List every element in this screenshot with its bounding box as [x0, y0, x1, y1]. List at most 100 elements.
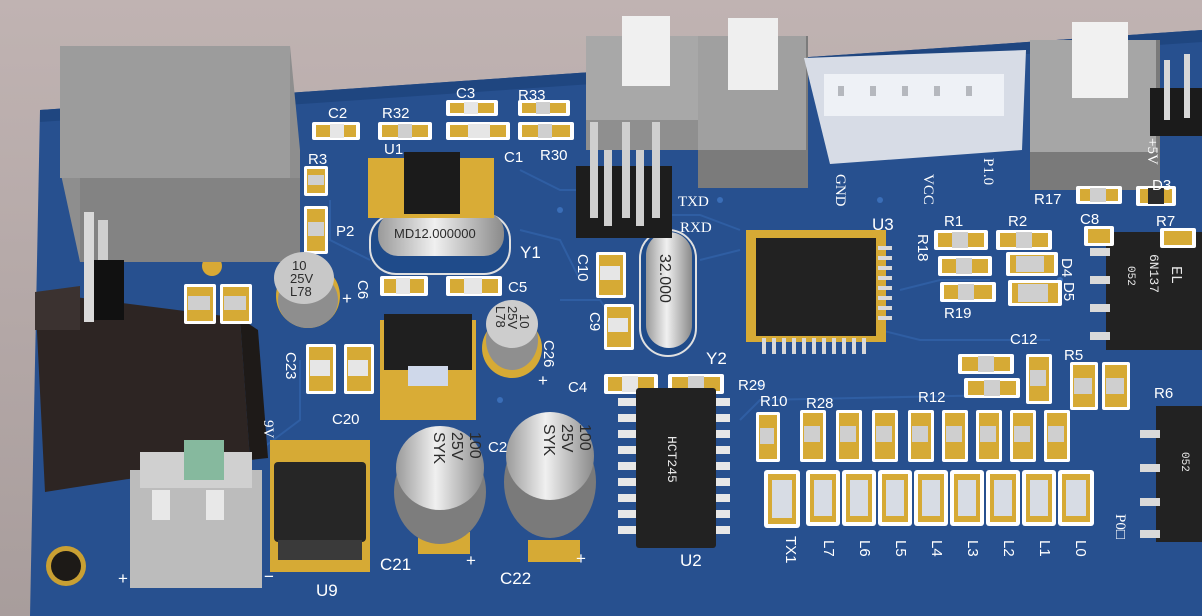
opto-a-l1: EL	[1167, 266, 1184, 284]
label-d5: D5	[1060, 282, 1077, 301]
u2-leads	[618, 398, 730, 534]
label-l7: L7	[820, 540, 837, 557]
push-button-2-cap[interactable]	[728, 18, 778, 90]
label-vcc: VCC	[920, 174, 936, 205]
pin-header-pin	[84, 212, 94, 322]
label-c24: C2	[488, 439, 507, 456]
label-minus: −	[264, 567, 274, 586]
c21-top	[396, 426, 484, 510]
label-c10: C10	[574, 254, 591, 282]
label-plus-cap-b: +	[538, 371, 548, 390]
label-u3: U3	[872, 215, 894, 234]
vias	[497, 197, 1063, 403]
pin-header-right-pins	[1164, 54, 1190, 120]
opto-b-leads	[1140, 430, 1160, 538]
dc-jack-side	[240, 318, 268, 460]
label-p0: P0□	[1112, 514, 1128, 539]
cap-small-a-l2: 25V	[290, 271, 313, 286]
c22-l3: SYK	[540, 424, 557, 456]
opto-b-body	[1156, 406, 1202, 542]
opto-a-l3: 052	[1124, 266, 1136, 286]
label-r10: R10	[760, 393, 788, 410]
label-c1: C1	[504, 149, 523, 166]
label-c23: C23	[282, 352, 299, 380]
y2-crystal	[646, 232, 692, 348]
cap-small-b-l3: L78	[493, 306, 508, 328]
label-l6: L6	[856, 540, 873, 557]
label-y1: Y1	[520, 243, 541, 262]
pin-header-serial-pins	[590, 122, 660, 226]
regulator-body	[384, 314, 472, 370]
label-r30: R30	[540, 147, 568, 164]
c21-l2: 25V	[448, 432, 465, 461]
y1-crystal	[378, 212, 504, 256]
label-plus5v: +5V	[1144, 138, 1160, 165]
label-p10: P1.0	[980, 158, 996, 185]
ethernet-housing-front	[80, 178, 300, 262]
label-plus-left: +	[118, 569, 128, 588]
c22-l1: 100	[576, 424, 593, 451]
label-txd: TXD	[678, 194, 709, 210]
label-l3: L3	[964, 540, 981, 557]
dc-jack-top	[35, 286, 80, 330]
label-r6: R6	[1154, 385, 1173, 402]
label-l1: L1	[1036, 540, 1053, 557]
smd-resistor-group	[184, 100, 724, 394]
power-connector	[130, 470, 262, 588]
jst-pins	[838, 86, 972, 96]
u3-leads	[762, 246, 892, 354]
label-9v: 9V	[260, 420, 276, 439]
pin-header-base	[94, 260, 124, 320]
label-c20: C20	[332, 411, 360, 428]
cap-small-b-top	[486, 300, 538, 348]
label-r7: R7	[1156, 213, 1175, 230]
cap-small-a-l3: L78	[290, 284, 312, 299]
opto-b-marking: 052	[1178, 452, 1190, 472]
cap-small-a-top	[274, 252, 334, 304]
u2-marking: HCT245	[664, 436, 679, 483]
label-plus-c22: +	[576, 549, 586, 568]
label-c4: C4	[568, 379, 587, 396]
label-r19: R19	[944, 305, 972, 322]
cap-small-b-l1: 10	[517, 314, 532, 328]
label-u9: U9	[316, 581, 338, 600]
label-c2: C2	[328, 105, 347, 122]
u1-chip	[404, 152, 460, 214]
push-button-1-cap[interactable]	[622, 16, 670, 86]
c22-l2: 25V	[558, 424, 575, 453]
label-r5: R5	[1064, 347, 1083, 364]
label-r28: R28	[806, 395, 834, 412]
label-d4: D4	[1058, 258, 1075, 277]
y2-marking: 32.000	[656, 254, 673, 303]
label-c8: C8	[1080, 211, 1099, 228]
label-r1: R1	[944, 213, 963, 230]
label-r32: R32	[382, 105, 410, 122]
label-c6: C6	[354, 280, 371, 299]
label-c3: C3	[456, 85, 475, 102]
label-c5: C5	[508, 279, 527, 296]
opto-a-leads	[1090, 248, 1110, 340]
label-c22: C22	[500, 569, 531, 588]
ethernet-housing-top	[60, 46, 290, 178]
label-l4: L4	[928, 540, 945, 557]
led-row	[764, 470, 1094, 528]
label-gnd: GND	[832, 174, 848, 207]
label-r17: R17	[1034, 191, 1062, 208]
silkscreen-labels: C2 R32 C3 R33 C1 R30 R3 P2 C6 C5 C26 C23…	[282, 85, 1175, 564]
c22-pad	[528, 540, 580, 562]
label-r29: R29	[738, 377, 766, 394]
label-plus-c21: +	[466, 551, 476, 570]
label-r18: R18	[914, 234, 931, 262]
label-u2: U2	[680, 551, 702, 570]
label-c21: C21	[380, 555, 411, 574]
label-plus-cap-a: +	[342, 289, 352, 308]
mounting-hole	[51, 551, 81, 581]
opto-a-body	[1106, 232, 1202, 350]
label-c26: C26	[540, 340, 557, 368]
push-button-3-cap[interactable]	[1072, 22, 1128, 98]
label-r12: R12	[918, 389, 946, 406]
power-connector-latch	[184, 440, 224, 480]
label-d3: D3	[1152, 177, 1171, 194]
